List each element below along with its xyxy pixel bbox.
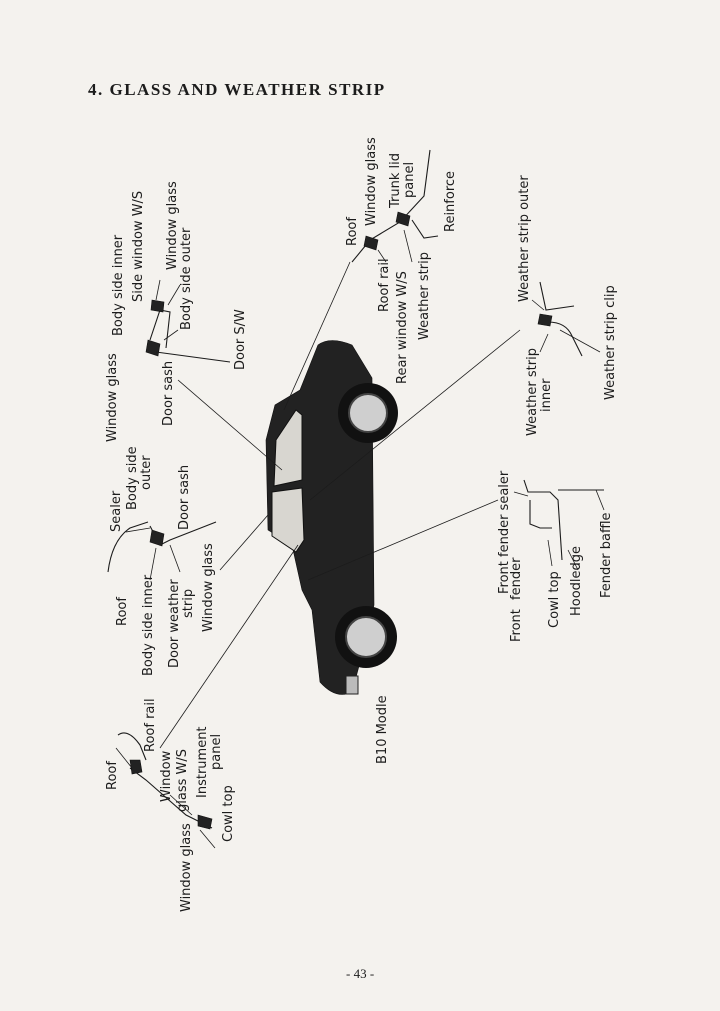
label-roof-3: Roof: [345, 217, 360, 246]
label-instrument-panel-b: panel: [209, 734, 224, 770]
car-window-rear: [273, 409, 303, 487]
detail-rear-side: [145, 279, 231, 363]
detail-front-fender: [513, 479, 605, 571]
page-number: - 43 -: [346, 966, 375, 981]
label-weather-strip-inner-b: inner: [539, 378, 554, 412]
label-front-fender-b: fender: [509, 557, 524, 600]
label-rear-window-ws: Rear window W/S: [395, 271, 410, 384]
label-fender-baffle: Fender baffle: [599, 512, 614, 598]
label-body-side-inner-2: Body side inner: [111, 234, 126, 336]
label-roof-2: Roof: [115, 597, 130, 626]
label-front-fender-sealer: Front fender sealer: [497, 470, 512, 594]
label-side-window-ws: Side window W/S: [131, 191, 146, 302]
label-body-side-outer: Body side outer: [179, 227, 194, 330]
label-body-side-outer-a: Body side: [125, 446, 140, 510]
label-reinforce: Reinforce: [443, 171, 458, 232]
car-hubcap-front: [345, 616, 387, 658]
label-weather-strip-outer: Weather strip outer: [517, 175, 532, 302]
label-window-glass-2: Window glass: [201, 543, 216, 632]
label-front-fender-a: Front: [509, 609, 524, 642]
label-body-side-outer-b: outer: [139, 455, 154, 490]
label-door-sw: Door S/W: [233, 309, 248, 370]
detail-front-door: [107, 521, 217, 581]
label-door-weather-strip-b: strip: [181, 589, 196, 618]
label-sealer: Sealer: [109, 490, 124, 532]
label-model: B10 Modle: [375, 695, 390, 764]
label-trunk-lid-panel-a: Trunk lid: [388, 153, 403, 209]
label-roof-1: Roof: [105, 761, 120, 790]
label-window-glass-5: Window glass: [364, 137, 379, 226]
label-body-side-inner-1: Body side inner: [141, 574, 156, 676]
car-window-front: [271, 487, 305, 553]
label-window-glass-ws-b: glass W/S: [175, 749, 190, 812]
label-weather-strip-clip: Weather strip clip: [603, 285, 618, 400]
car-hubcap-rear: [348, 393, 388, 433]
detail-rear-window: [351, 149, 439, 263]
label-door-sash-2: Door sash: [161, 361, 176, 426]
label-window-glass-3: Window glass: [105, 353, 120, 442]
detail-roof-windshield: [115, 732, 216, 849]
label-window-glass-1: Window glass: [179, 823, 194, 912]
page-title: 4. GLASS AND WEATHER STRIP: [88, 80, 386, 99]
label-hoodledge: Hoodledge: [569, 546, 584, 616]
label-cowl-top-2: Cowl top: [547, 571, 562, 628]
label-trunk-lid-panel-b: panel: [402, 162, 417, 198]
car-illustration: [265, 340, 398, 695]
label-roof-rail-2: Roof rail: [377, 258, 392, 312]
label-window-glass-4: Window glass: [165, 181, 180, 270]
label-door-weather-strip-a: Door weather: [167, 579, 182, 668]
label-door-sash-1: Door sash: [177, 465, 192, 530]
leader-lines: [159, 261, 521, 749]
car-bumper-front: [345, 675, 359, 695]
label-instrument-panel-a: Instrument: [195, 726, 210, 798]
label-window-glass-ws-a: Window: [159, 750, 174, 802]
detail-weather-strip: [531, 281, 601, 357]
label-weather-strip-inner-a: Weather strip: [525, 348, 540, 436]
label-cowl-top-1: Cowl top: [221, 785, 236, 842]
label-weather-strip: Weather strip: [417, 252, 432, 340]
label-roof-rail-1: Roof rail: [143, 698, 158, 752]
